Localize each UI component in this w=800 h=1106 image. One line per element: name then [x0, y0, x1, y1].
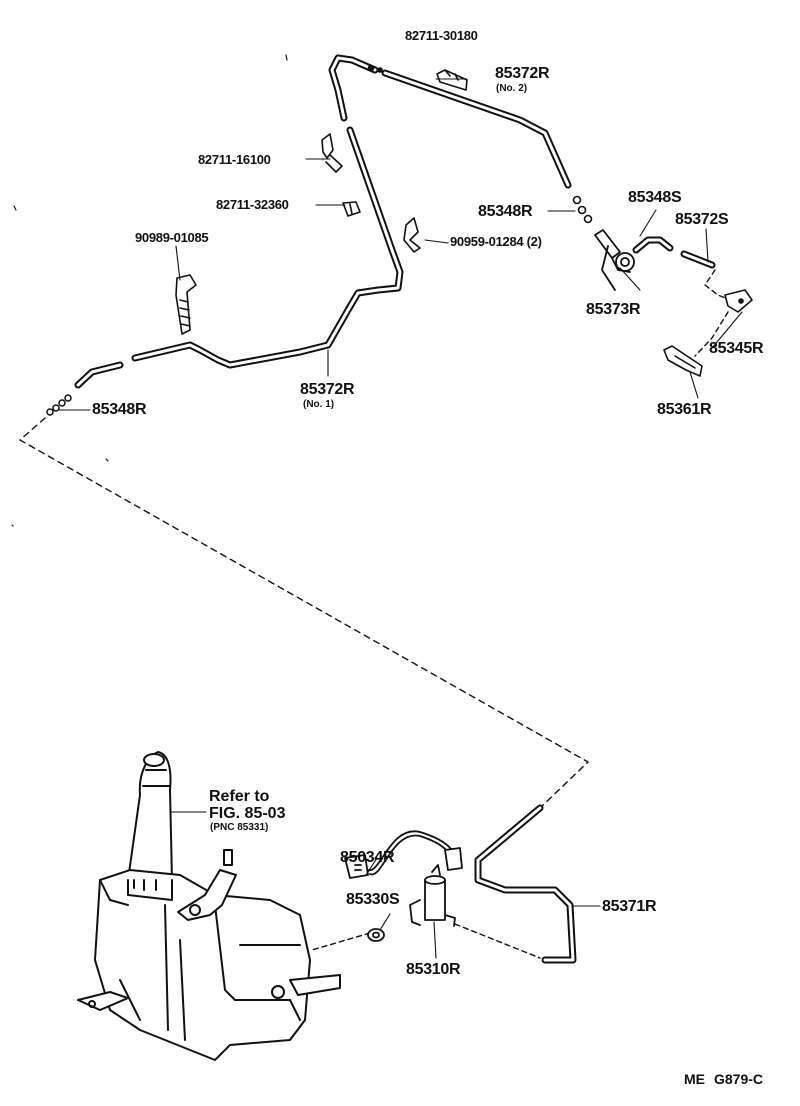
joint-85348r-right	[572, 195, 593, 224]
label-85034r: 85034R	[340, 849, 395, 866]
label-refer-fig: FIG. 85-03	[209, 805, 286, 822]
label-90989-01085: 90989-01085	[135, 230, 209, 245]
label-refer-pnc: (PNC 85331)	[210, 822, 269, 833]
wire-85034r	[344, 830, 463, 879]
nozzle-85373r	[594, 229, 635, 291]
label-85371r: 85371R	[602, 898, 657, 915]
footer-code-prefix: ME	[684, 1071, 705, 1087]
label-85372r-no1-sub: (No. 1)	[303, 399, 335, 410]
clip-90989-01085	[175, 274, 197, 335]
bracket-85345r	[724, 289, 753, 313]
washer-tank	[77, 751, 341, 1061]
hose-85372r-no1	[74, 54, 404, 389]
pump-85310r	[409, 864, 456, 927]
label-85372r-no1: 85372R	[300, 381, 355, 398]
label-85372s: 85372S	[675, 211, 729, 228]
clip-82711-32360	[342, 201, 361, 217]
label-85348r-right: 85348R	[478, 203, 533, 220]
label-85310r: 85310R	[406, 961, 461, 978]
label-85373r: 85373R	[586, 301, 641, 318]
elbow-85348s	[632, 236, 674, 254]
label-85348s: 85348S	[628, 189, 682, 206]
hose-85372s	[680, 250, 716, 269]
guide-line-pump	[311, 923, 541, 959]
leader-lines	[57, 78, 743, 959]
label-refer-to: Refer to	[209, 788, 270, 805]
footer-code: G879-C	[714, 1071, 764, 1087]
label-85345r: 85345R	[709, 340, 764, 357]
label-82711-32360: 82711-32360	[216, 197, 289, 212]
label-82711-30180: 82711-30180	[405, 28, 478, 43]
clip-90959-01284	[403, 217, 421, 253]
label-85361r: 85361R	[657, 401, 712, 418]
nozzle-85361r	[663, 345, 703, 377]
label-85330s: 85330S	[346, 891, 400, 908]
label-85372r-no2: 85372R	[495, 65, 550, 82]
label-85348r-left: 85348R	[92, 401, 147, 418]
label-82711-16100: 82711-16100	[198, 152, 271, 167]
grommet-85330s	[367, 928, 385, 942]
clamp-82711-16100	[321, 133, 343, 173]
joint-85348r-left	[46, 394, 72, 416]
guide-lines-right	[694, 269, 731, 357]
label-85372r-no2-sub: (No. 2)	[496, 83, 528, 94]
hose-85371r	[474, 804, 577, 964]
label-90959-01284: 90959-01284 (2)	[450, 234, 542, 249]
stray-marks	[11, 54, 288, 527]
guide-line-long	[19, 417, 589, 809]
hose-85372r-no2	[381, 69, 572, 189]
